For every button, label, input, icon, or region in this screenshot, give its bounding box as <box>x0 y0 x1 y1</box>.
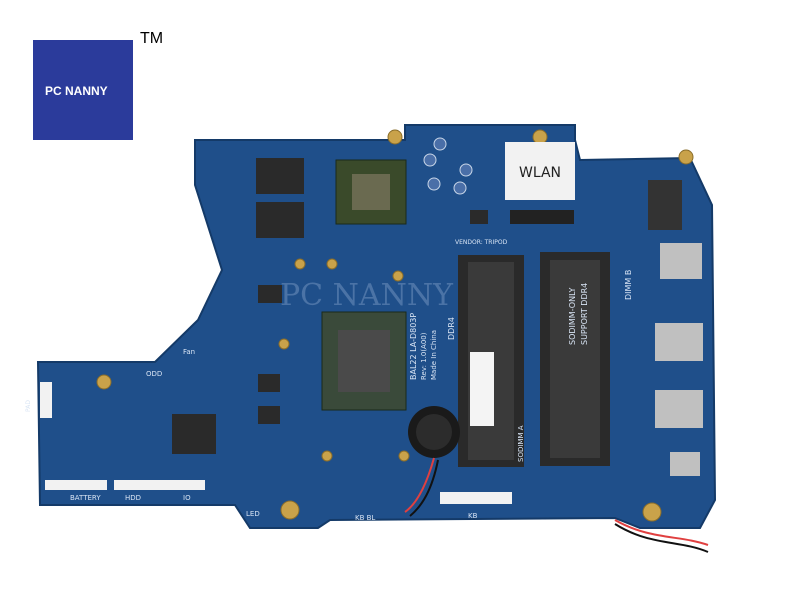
io-label: IO <box>183 494 191 502</box>
sodimm-a-label: SODIMM A <box>517 425 525 462</box>
vendor-label: VENDOR: TRIPOD <box>455 239 508 246</box>
led-label: LED <box>246 510 260 518</box>
brand-logo: PC NANNY <box>33 40 133 140</box>
wlan-label: WLAN <box>519 165 561 181</box>
fan-label: Fan <box>183 348 195 356</box>
odd-label: ODD <box>146 370 162 378</box>
hdd-label: HDD <box>125 494 141 502</box>
board-model-label: BAL22 LA-D803P <box>409 313 418 380</box>
pad-label: PAD <box>25 400 32 412</box>
sodimm-only-label: SODIMM-ONLY <box>568 288 577 345</box>
ddr4-label: DDR4 <box>447 317 456 340</box>
brand-logo-text: PC NANNY <box>45 84 108 98</box>
dimm-b-label: DIMM B <box>624 270 633 300</box>
trademark-symbol: TM <box>140 30 164 47</box>
watermark-text: PC NANNY <box>280 278 454 313</box>
board-origin-label: Made In China <box>430 330 438 380</box>
support-ddr4-label: SUPPORT DDR4 <box>580 283 589 345</box>
board-revision-label: Rev: 1.0(A00) <box>420 332 428 380</box>
kb-bl-label: KB BL <box>355 514 375 522</box>
battery-label: BATTERY <box>70 494 101 502</box>
kb-label: KB <box>468 512 478 520</box>
